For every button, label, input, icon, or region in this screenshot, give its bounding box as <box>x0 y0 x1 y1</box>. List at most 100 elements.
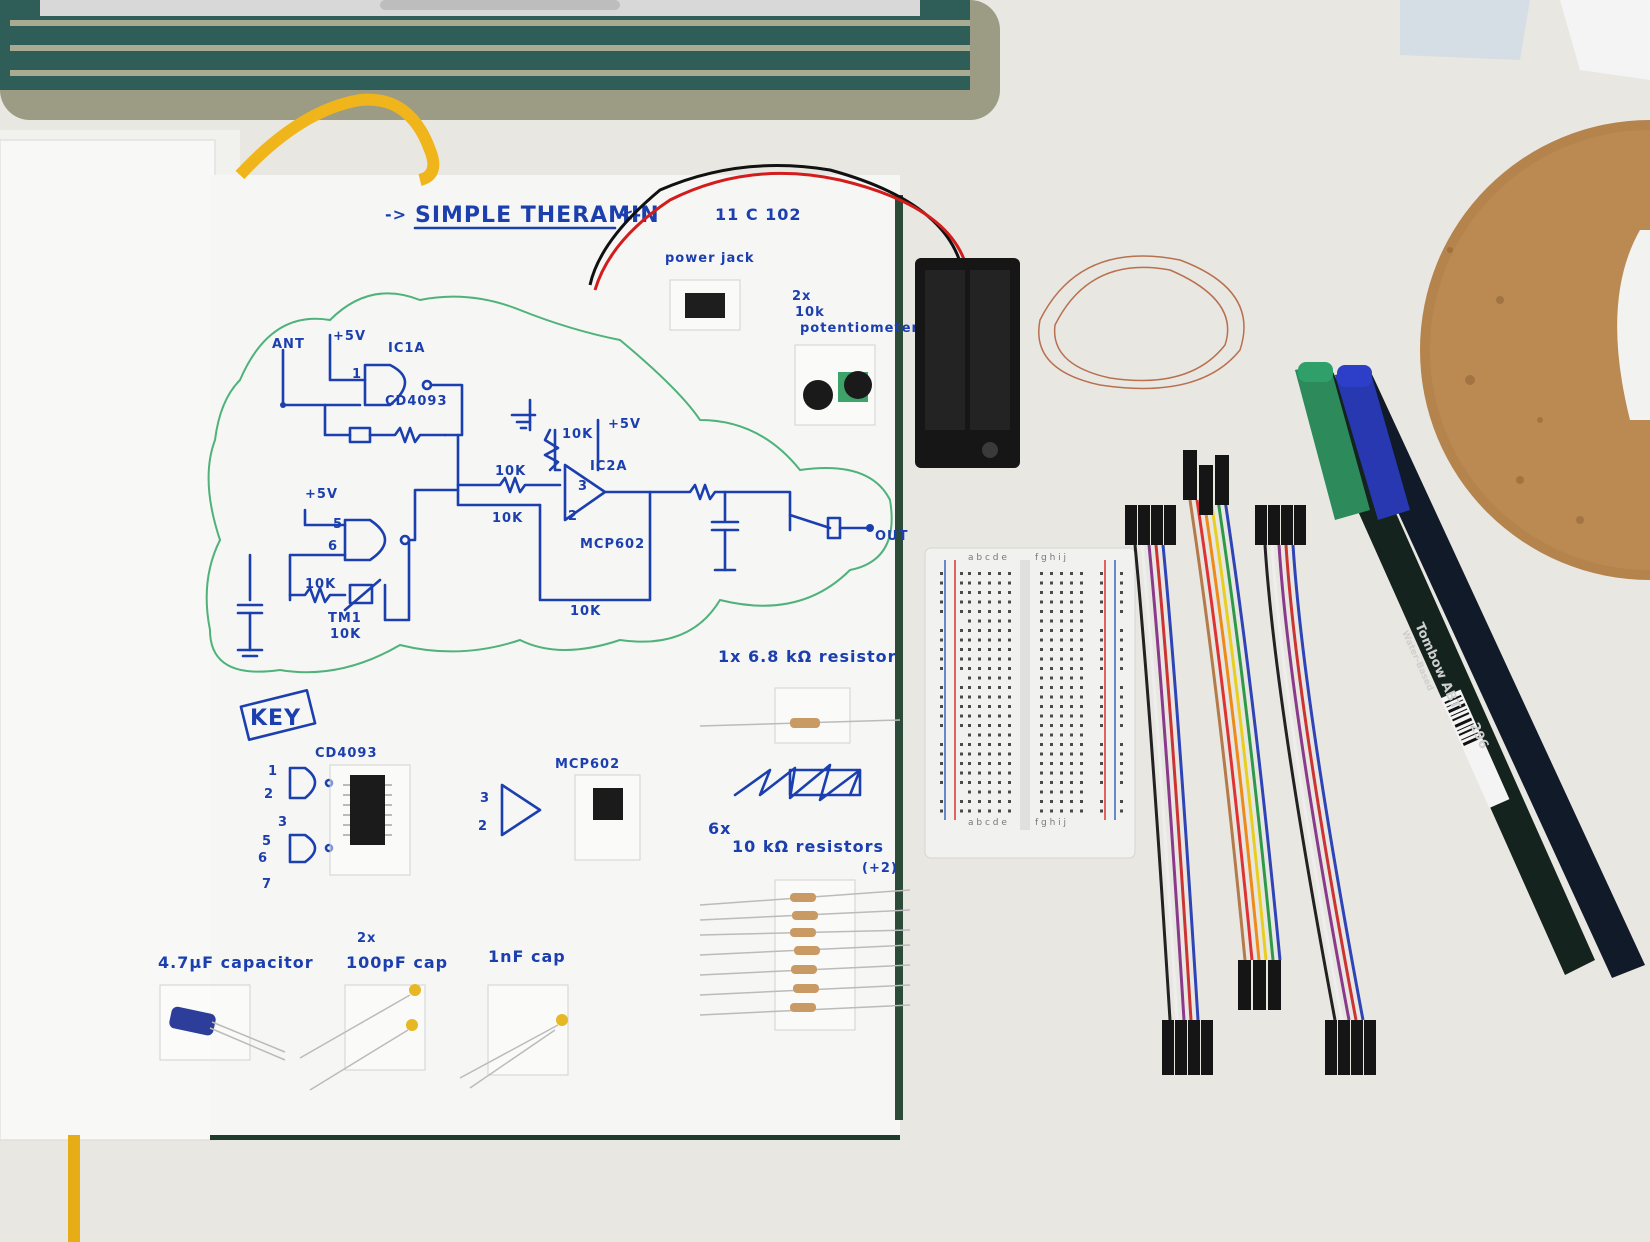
cap-100pf-label: 100pF cap <box>346 953 448 972</box>
bb-hole <box>1080 629 1083 632</box>
bb-hole <box>988 771 991 775</box>
bb-hole <box>1050 714 1053 718</box>
bb-hole <box>988 762 991 765</box>
bb-rail-hole <box>1120 648 1123 651</box>
bb-rail-hole <box>1120 657 1123 661</box>
bb-hole <box>1070 572 1073 575</box>
bb-hole <box>988 743 991 746</box>
bb-hole <box>1008 752 1011 756</box>
bb-hole <box>1060 743 1063 746</box>
label-ic2a: IC2A <box>590 459 627 474</box>
bb-hole <box>978 800 981 803</box>
bb-hole <box>1060 648 1063 651</box>
bb-hole <box>998 695 1001 699</box>
bb-hole <box>1060 705 1063 708</box>
bb-hole <box>1080 600 1083 604</box>
bb-hole <box>968 686 971 689</box>
bb-hole <box>978 762 981 765</box>
bb-hole <box>968 629 971 632</box>
capacitor-100pf <box>299 984 426 1091</box>
bb-hole <box>978 638 981 642</box>
bb-hole <box>1050 762 1053 765</box>
bb-rail-hole <box>960 667 963 670</box>
bb-rail-hole <box>1120 600 1123 604</box>
battery-holder <box>915 258 1020 468</box>
bb-rail-hole <box>940 743 943 746</box>
bb-hole <box>978 790 981 794</box>
bb-hole <box>1070 676 1073 680</box>
bb-hole <box>1080 667 1083 670</box>
bb-hole <box>988 800 991 803</box>
bb-rail-hole <box>1100 667 1103 670</box>
bb-hole <box>968 705 971 708</box>
bb-hole <box>1050 619 1053 623</box>
pot-value-label: 10k <box>795 305 825 320</box>
label-pin3: 3 <box>578 479 588 494</box>
bb-hole <box>1080 581 1083 585</box>
bb-rail-hole <box>940 762 943 765</box>
bb-rail-hole <box>1100 781 1103 784</box>
bb-rail-hole <box>960 762 963 765</box>
bb-cols-bottom2: f g h i j <box>1035 818 1066 828</box>
bb-hole <box>968 600 971 604</box>
bb-hole <box>1050 600 1053 604</box>
bb-hole <box>1080 676 1083 680</box>
bb-hole <box>988 676 991 680</box>
bb-rail-hole <box>940 581 943 585</box>
bb-hole <box>988 714 991 718</box>
bb-hole <box>1008 629 1011 632</box>
bb-hole <box>1040 572 1043 575</box>
label-cd4093: CD4093 <box>385 394 448 409</box>
bb-hole <box>1050 743 1053 746</box>
bb-hole <box>978 619 981 623</box>
bb-hole <box>988 724 991 727</box>
copper-wire <box>1038 255 1245 390</box>
bb-hole <box>998 752 1001 756</box>
bb-hole <box>1050 790 1053 794</box>
bb-hole <box>1040 629 1043 632</box>
bb-hole <box>1080 695 1083 699</box>
bb-hole <box>998 591 1001 594</box>
bb-hole <box>998 600 1001 604</box>
notebook <box>0 93 903 1242</box>
bb-hole <box>988 752 991 756</box>
power-jack <box>669 279 741 331</box>
bb-hole <box>1080 752 1083 756</box>
label-tm1-val: 10K <box>330 627 361 642</box>
bb-hole <box>1060 657 1063 661</box>
bb-hole <box>988 638 991 642</box>
bb-rail-hole <box>940 600 943 604</box>
bb-hole <box>1060 667 1063 670</box>
bb-hole <box>978 676 981 680</box>
plastic-bag <box>1400 0 1650 80</box>
cork-coaster <box>1420 120 1650 580</box>
bb-hole <box>998 743 1001 746</box>
bb-rail-hole <box>940 781 943 784</box>
bb-hole <box>968 790 971 794</box>
bb-hole <box>978 705 981 708</box>
bb-hole <box>1040 743 1043 746</box>
bb-hole <box>978 743 981 746</box>
bb-rail-hole <box>960 572 963 575</box>
label-5v-c: +5V <box>305 487 338 502</box>
bb-hole <box>978 629 981 632</box>
bb-rail-hole <box>960 591 963 594</box>
bb-hole <box>1040 600 1043 604</box>
schematic-cloud <box>205 292 893 674</box>
bb-hole <box>968 676 971 680</box>
bb-hole <box>988 686 991 689</box>
bb-rail-hole <box>960 638 963 642</box>
bb-rail-hole <box>960 610 963 613</box>
key-pin2: 2 <box>264 787 274 802</box>
bb-rail-hole <box>1100 610 1103 613</box>
label-out: OUT <box>875 529 908 544</box>
bb-rail-hole <box>1100 724 1103 727</box>
bb-hole <box>1040 809 1043 813</box>
bb-hole <box>1040 667 1043 670</box>
bb-rail-hole <box>940 667 943 670</box>
title-suffix: <- <box>620 205 642 224</box>
bb-hole <box>1070 752 1073 756</box>
bb-hole <box>1060 619 1063 623</box>
bb-hole <box>1040 752 1043 756</box>
bb-hole <box>1040 657 1043 661</box>
